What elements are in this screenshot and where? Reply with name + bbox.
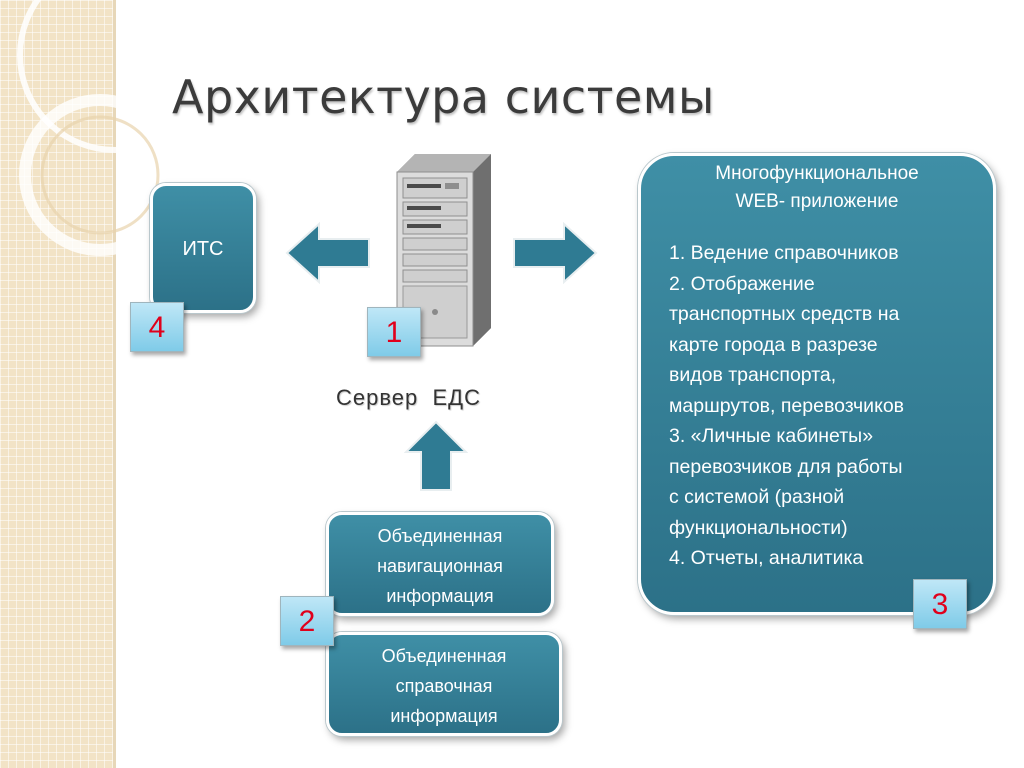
slide-title: Архитектура системы <box>172 70 715 124</box>
server-icon <box>396 154 491 347</box>
web-app-feature-line: с системой (разной <box>669 486 845 508</box>
arrow-up-icon <box>404 420 468 491</box>
web-app-box: Многофункциональное WEB- приложение 1. В… <box>638 153 996 615</box>
web-app-feature-line: маршрутов, перевозчиков <box>669 394 905 417</box>
web-app-feature-line: видов транспорта, <box>669 364 837 386</box>
reference-info-line: информация <box>390 706 498 726</box>
web-app-feature-line: 3. «Личные кабинеты» <box>669 425 874 447</box>
its-label: ИТС <box>182 238 224 260</box>
server-caption: Сервер ЕДС <box>336 385 481 410</box>
web-app-title: Многофункциональное WEB- приложение <box>651 160 983 216</box>
arrow-left-icon <box>285 222 370 284</box>
web-app-title-line: WEB- приложение <box>735 191 899 212</box>
its-badge: 4 <box>130 302 184 352</box>
web-app-badge: 3 <box>913 579 967 629</box>
server-badge: 1 <box>367 307 421 357</box>
navigation-info-line: Объединенная <box>377 526 503 546</box>
reference-info-line: справочная <box>395 676 493 696</box>
navigation-info-line: информация <box>386 586 494 606</box>
web-app-feature-line: 2. Отображение <box>669 272 815 295</box>
reference-info-box: Объединенная справочная информация <box>326 632 562 736</box>
arrow-right-icon <box>513 222 598 284</box>
navigation-info-line: навигационная <box>377 556 503 576</box>
web-app-feature-line: карте города в разрезе <box>669 333 878 356</box>
web-app-feature-line: транспортных средств на <box>669 303 900 325</box>
decorative-circles <box>17 0 213 256</box>
web-app-feature-line: перевозчиков для работы <box>669 455 903 478</box>
web-app-title-line: Многофункциональное <box>715 163 919 184</box>
sidebar-edge <box>113 0 116 768</box>
web-app-feature-line: функциональности) <box>669 516 848 539</box>
reference-info-line: Объединенная <box>381 646 507 666</box>
info-badge: 2 <box>280 596 334 646</box>
web-app-feature-line: 1. Ведение справочников <box>669 242 899 264</box>
navigation-info-box: Объединенная навигационная информация <box>326 512 554 616</box>
web-app-feature-line: 4. Отчеты, аналитика <box>669 547 864 569</box>
its-box: ИТС <box>150 183 256 313</box>
web-app-feature-list: 1. Ведение справочников 2. Отображение т… <box>669 238 983 574</box>
